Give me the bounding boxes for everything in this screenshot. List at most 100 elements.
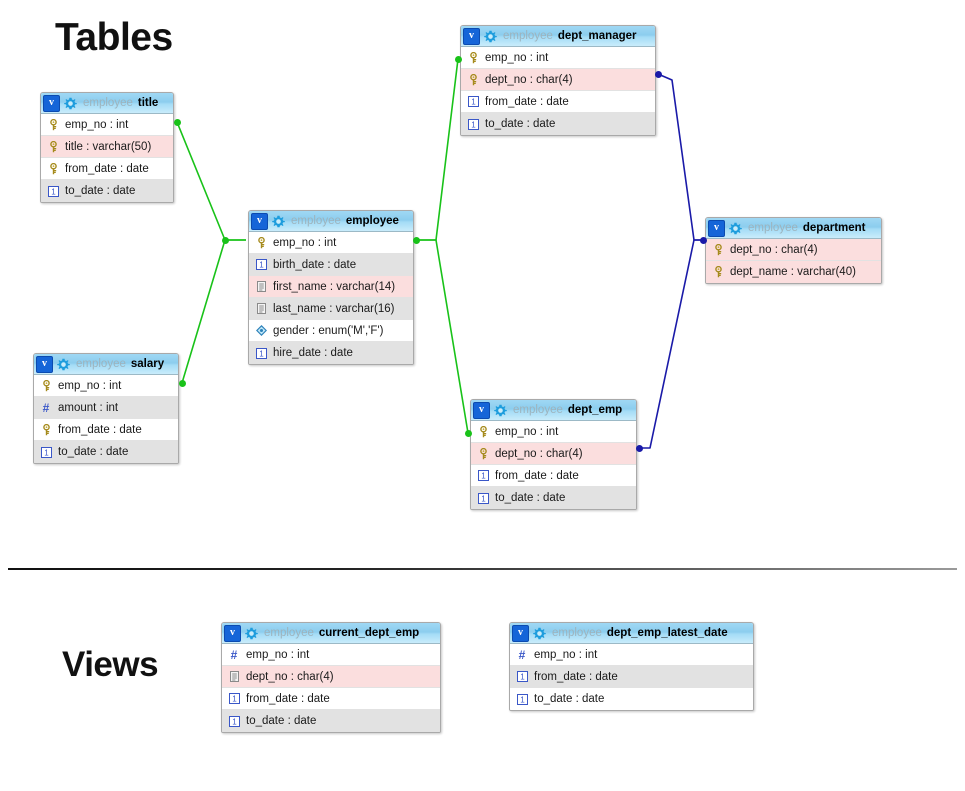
column-label: to_date : date — [65, 185, 136, 197]
column-row[interactable]: gender : enum('M','F') — [249, 320, 413, 342]
column-label: emp_no : int — [58, 379, 122, 392]
svg-text:1: 1 — [471, 120, 476, 129]
column-row[interactable]: dept_no : char(4) — [706, 239, 881, 261]
column-label: dept_no : char(4) — [730, 243, 818, 256]
column-row[interactable]: 1 birth_date : date — [249, 254, 413, 276]
column-row[interactable]: 1 hire_date : date — [249, 342, 413, 364]
column-row[interactable]: dept_name : varchar(40) — [706, 261, 881, 283]
hash-icon: # — [230, 647, 238, 662]
column-row[interactable]: # emp_no : int — [222, 644, 440, 666]
column-row[interactable]: 1 from_date : date — [222, 688, 440, 710]
column-row[interactable]: dept_no : char(4) — [471, 443, 636, 465]
date-icon: 1 — [228, 692, 240, 705]
column-row[interactable]: 1 to_date : date — [222, 710, 440, 732]
column-label: from_date : date — [65, 162, 149, 175]
column-label: from_date : date — [246, 692, 330, 705]
entity-table-name: salary — [130, 358, 165, 370]
column-label: last_name : varchar(16) — [273, 302, 395, 315]
key-icon — [47, 118, 59, 131]
column-row[interactable]: dept_no : char(4) — [222, 666, 440, 688]
key-icon — [47, 140, 59, 153]
column-row[interactable]: first_name : varchar(14) — [249, 276, 413, 298]
key-icon — [712, 266, 724, 279]
column-row[interactable]: emp_no : int — [41, 114, 173, 136]
view-badge-icon: v — [473, 401, 490, 419]
gear-icon — [64, 97, 77, 110]
column-row[interactable]: 1 to_date : date — [510, 688, 753, 710]
date-icon: 1 — [255, 258, 267, 271]
date-icon: 1 — [516, 693, 528, 706]
column-row[interactable]: emp_no : int — [461, 47, 655, 69]
column-label: dept_no : char(4) — [246, 670, 334, 683]
column-label: hire_date : date — [273, 347, 353, 359]
entity-table-name: employee — [345, 215, 399, 227]
column-row[interactable]: #amount : int — [34, 397, 178, 419]
key-icon — [467, 73, 479, 86]
column-label: title : varchar(50) — [65, 140, 152, 153]
gear-icon — [729, 222, 742, 235]
entity-schema-name: employee — [748, 222, 798, 234]
column-label: emp_no : int — [246, 648, 310, 661]
date-icon: 1 — [467, 95, 479, 108]
view-badge-icon: v — [251, 212, 268, 230]
column-label: dept_no : char(4) — [495, 447, 583, 460]
svg-text:1: 1 — [44, 448, 49, 457]
column-row[interactable]: 1 to_date : date — [41, 180, 173, 202]
relation-endpoint-ep-dept_emp-left — [465, 430, 472, 437]
column-row[interactable]: title : varchar(50) — [41, 136, 173, 158]
key-icon — [255, 236, 267, 249]
column-label: to_date : date — [534, 693, 605, 705]
relation-endpoint-ep-department-left — [700, 237, 707, 244]
date-icon: 1 — [40, 446, 52, 459]
column-label: amount : int — [58, 401, 119, 414]
column-label: birth_date : date — [273, 258, 357, 271]
relation-endpoint-ep-title-right — [174, 119, 181, 126]
view-badge-icon: v — [36, 355, 53, 373]
date-icon: 1 — [47, 185, 59, 198]
view-badge-icon: v — [708, 219, 725, 237]
column-label: to_date : date — [246, 715, 317, 727]
column-row[interactable]: #emp_no : int — [510, 644, 753, 666]
column-row[interactable]: emp_no : int — [34, 375, 178, 397]
date-icon: 1 — [228, 715, 240, 728]
date-icon: 1 — [477, 492, 489, 505]
text-icon — [255, 280, 267, 293]
svg-text:1: 1 — [481, 494, 486, 503]
column-row[interactable]: emp_no : int — [471, 421, 636, 443]
gear-icon — [533, 627, 546, 640]
column-row[interactable]: emp_no : int — [249, 232, 413, 254]
entity-table-name: dept_emp — [567, 404, 623, 416]
relation-endpoint-ep-dept_emp-right — [636, 445, 643, 452]
column-row[interactable]: from_date : date — [34, 419, 178, 441]
svg-text:1: 1 — [259, 349, 264, 358]
column-row[interactable]: last_name : varchar(16) — [249, 298, 413, 320]
gear-icon — [484, 30, 497, 43]
view-badge-icon: v — [463, 27, 480, 45]
column-label: from_date : date — [58, 423, 142, 436]
column-row[interactable]: dept_no : char(4) — [461, 69, 655, 91]
column-row[interactable]: from_date : date — [41, 158, 173, 180]
